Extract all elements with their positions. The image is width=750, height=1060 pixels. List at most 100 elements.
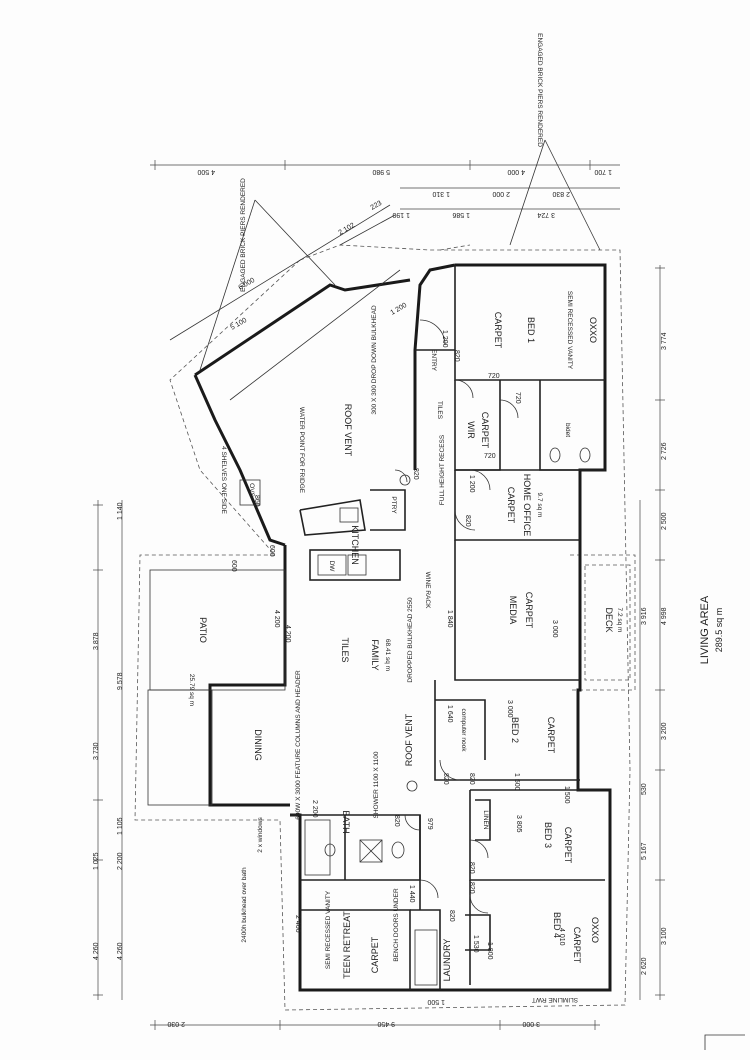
shower-label: SHOWER 1100 X 1100	[373, 751, 380, 818]
dim-4200-b: 4 200	[284, 625, 291, 643]
dim-223: 223	[370, 200, 384, 212]
external-walls	[193, 263, 612, 992]
water-point-label: WATER POINT FOR FRIDGE	[298, 407, 305, 494]
wir-floor-label: CARPET	[480, 412, 490, 449]
home-office-area-label: 9.7 sq m	[536, 493, 543, 518]
bulkhead-300-label: 300 X 300 DROP DOWN BULKHEAD	[371, 305, 378, 415]
dim-bottom-3000: 3 000	[522, 1020, 540, 1027]
four-shelves-label: 4 SHELVES ONE SIDE	[220, 446, 227, 514]
laundry-label: LAUNDRY	[442, 939, 452, 982]
dim-right-4998: 4 998	[661, 607, 668, 625]
dim-right-2726: 2 726	[661, 442, 668, 460]
slimline-rwt-label: SLIMLINE RWT	[532, 996, 578, 1003]
roof-vent-1-label: ROOF VENT	[343, 404, 353, 457]
dim-1530: 1 530	[472, 935, 479, 953]
dimension-lines	[93, 160, 665, 1030]
dim-979: 979	[426, 818, 433, 830]
dim-820-g: 820	[468, 862, 475, 874]
dim-820-h: 820	[448, 910, 455, 922]
inner-dimension-labels: 6 000 5 100 2 102 223 1 200 1 200 820 72…	[230, 200, 571, 960]
bulkhead-2400-label: 2400h bulkhead over bath	[241, 867, 248, 943]
dim-4200-a: 4 200	[273, 610, 280, 628]
dim-right-3200: 3 200	[661, 722, 668, 740]
dim-left-1105: 1 105	[117, 817, 124, 835]
dim-1840: 1 840	[446, 610, 453, 628]
dim-left-2200: 2 200	[117, 852, 124, 870]
bed1-label: BED 1	[526, 317, 536, 343]
bed3-label: BED 3	[543, 822, 553, 848]
dim-2102: 2 102	[338, 222, 357, 237]
dim-top-1190: 1 190	[392, 211, 410, 218]
room-labels: CARPET BED 1 SEMI RECESSED VANITY OXXO b…	[188, 33, 623, 1003]
dim-top-1700: 1 700	[594, 168, 612, 175]
dim-top-1310: 1 310	[432, 190, 450, 197]
dim-bottom-1500: 1 500	[427, 998, 445, 1005]
bed1-floor-label: CARPET	[493, 312, 503, 349]
dim-820-i: 820	[468, 882, 475, 894]
dim-bottom-9450: 9 450	[377, 1020, 395, 1027]
media-label: MEDIA	[508, 596, 518, 625]
bed2-label: BED 2	[510, 717, 520, 743]
dim-top-2830: 2 830	[552, 190, 570, 197]
patio-label: PATIO	[198, 617, 208, 643]
home-office-label: HOME OFFICE	[522, 474, 532, 537]
dim-3000-b: 3 000	[506, 700, 513, 718]
dim-3000: 3 000	[551, 620, 558, 638]
computer-nook-label: computer nook	[460, 709, 467, 753]
dining-label: DINING	[253, 729, 263, 761]
dim-left-3878: 3 878	[93, 632, 100, 650]
oxxo-2-label: OXXO	[590, 917, 600, 943]
dim-top-1586: 1 586	[452, 211, 470, 218]
dim-right-3774: 3 774	[661, 332, 668, 350]
dim-top-4500: 4 500	[197, 168, 215, 175]
dim-720-c: 720	[484, 453, 496, 460]
dim-820-c: 820	[464, 515, 471, 527]
bed3-floor-label: CARPET	[563, 827, 573, 864]
tiles-entry-label: TILES	[436, 401, 443, 420]
dim-1200-a: 1 200	[390, 302, 409, 317]
dim-3805: 3 805	[515, 815, 522, 833]
bottom-dimension-labels: 2 030 9 450 3 000 1 500	[167, 998, 540, 1027]
oxxo-1-label: OXXO	[588, 317, 598, 343]
dim-right-2500: 2 500	[661, 512, 668, 530]
dim-1500: 1 500	[513, 773, 520, 791]
dim-right-5167: 5 167	[641, 842, 648, 860]
dim-600-a: 600	[268, 545, 275, 557]
dim-2400: 2 400	[294, 915, 301, 933]
dim-top-5980: 5 980	[372, 168, 390, 175]
fixtures	[239, 319, 591, 986]
feature-columns-label: 600W X 3000 FEATURE COLUMNS AND HEADER	[295, 670, 302, 820]
ovs-label: OVS	[248, 483, 255, 497]
top-dimension-labels: 4 500 5 980 4 000 1 700 1 310 2 000 2 83…	[197, 168, 612, 218]
corner-mark	[704, 1034, 745, 1050]
dim-600-b: 600	[230, 560, 237, 572]
dim-5100: 5 100	[230, 317, 249, 332]
home-office-floor-label: CARPET	[506, 487, 516, 524]
living-area-block: LIVING AREA 289.5 sq m	[699, 595, 724, 664]
dim-1200-c: 1 200	[468, 475, 475, 493]
bidet-label: bidet	[564, 423, 571, 437]
wir-label: WIR	[466, 421, 476, 439]
semi-recessed-vanity-1-label: SEMI RECESSED VANITY	[566, 291, 573, 370]
left-dimension-labels: 1 140 3 878 9 578 3 730 1 105 2 200 1 02…	[93, 502, 124, 960]
dw-label: DW	[328, 561, 335, 573]
dropped-bulkhead-label: DROPPED BULKHEAD 2550	[407, 597, 414, 683]
dim-720-a: 720	[488, 373, 500, 380]
dim-left-4260-b: 4 260	[117, 942, 124, 960]
two-windows-label: 2 x windows	[257, 817, 264, 853]
ptry-label: PTRY	[390, 496, 397, 514]
engaged-piers-1-label: ENGAGED BRICK PIERS RENDERED	[536, 33, 543, 147]
dim-1200-b: 1 200	[441, 330, 448, 348]
dim-820-a: 820	[453, 350, 460, 362]
bench-doors-label: BENCH DOORS UNDER	[393, 888, 400, 962]
dim-right-3916: 3 916	[641, 607, 648, 625]
living-area-value: 289.5 sq m	[714, 608, 724, 653]
kitchen-label: KITCHEN	[350, 525, 360, 565]
living-area-title: LIVING AREA	[699, 595, 711, 664]
deck-label: DECK	[604, 607, 614, 632]
linen-label: LINEN	[482, 810, 489, 829]
family-area-label: 68.41 sq m	[384, 639, 391, 671]
dim-left-4260-a: 4 260	[93, 942, 100, 960]
